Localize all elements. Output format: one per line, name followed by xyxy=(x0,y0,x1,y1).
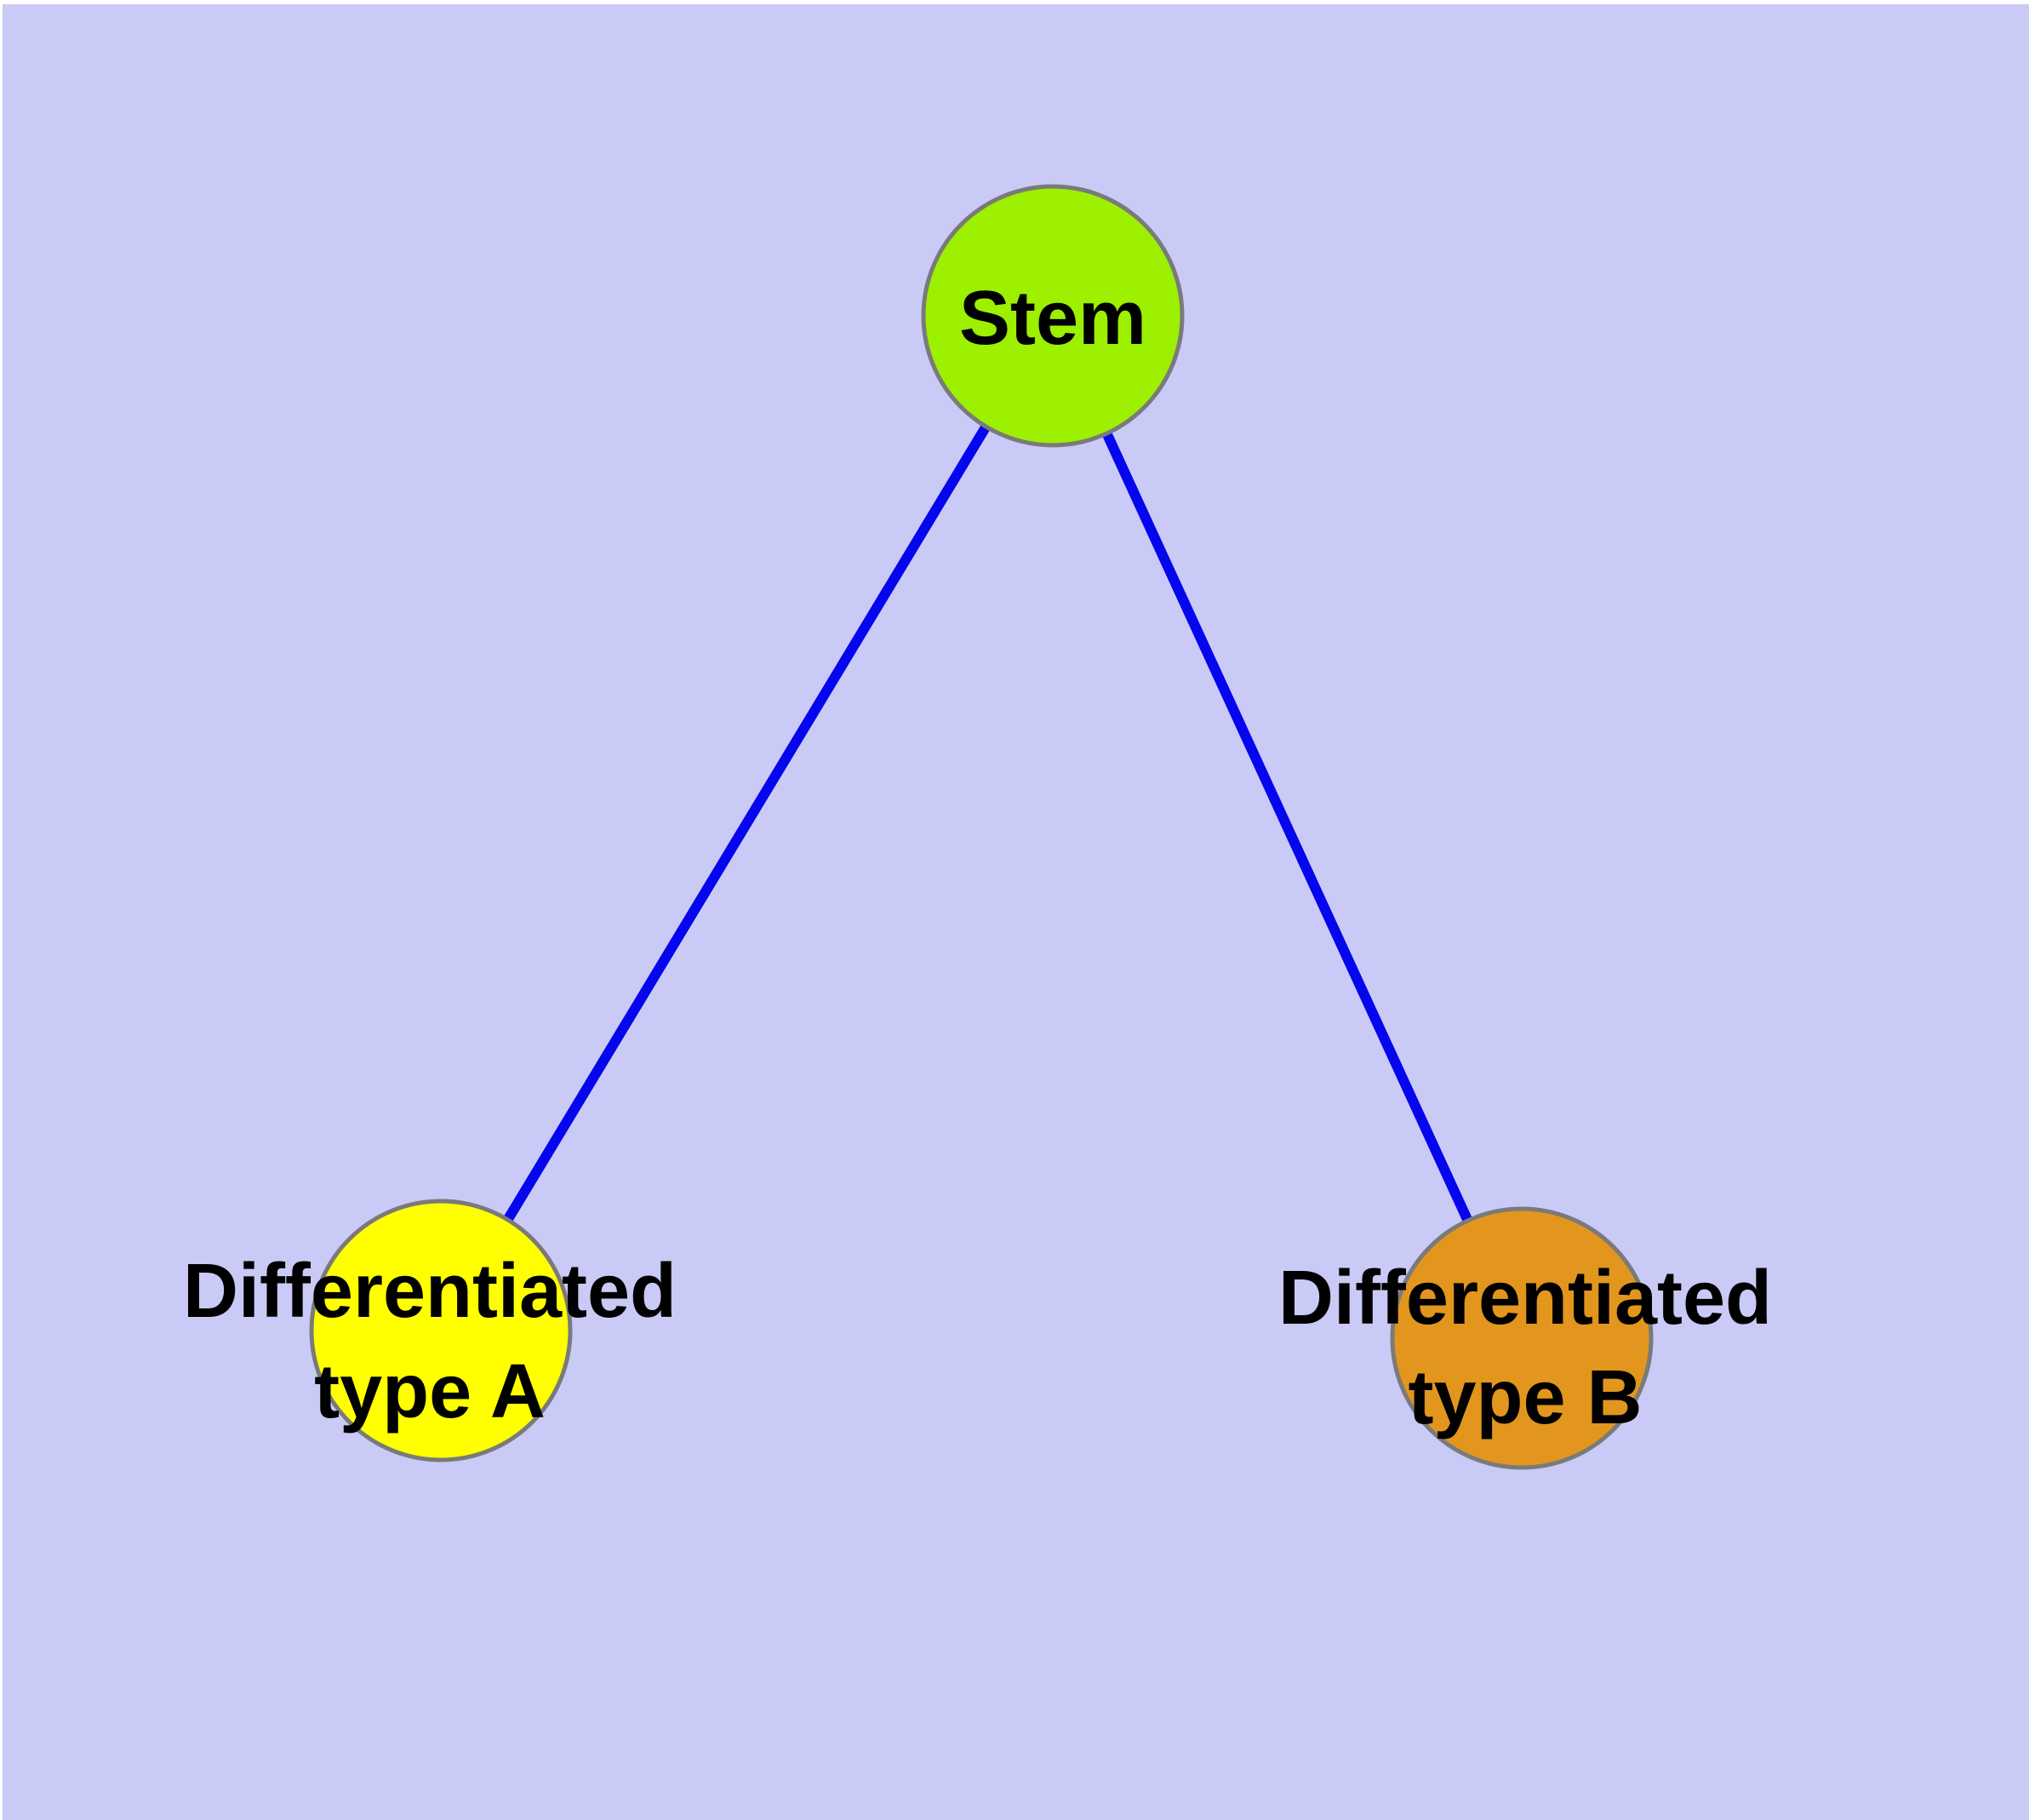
node-stem-label: Stem xyxy=(959,276,1146,361)
edge-stem-to-type-b xyxy=(1048,313,1527,1341)
node-differentiated-type-a xyxy=(309,1199,573,1462)
node-stem xyxy=(921,184,1185,448)
edge-stem-to-type-a xyxy=(436,312,1058,1334)
node-type-b-label-line1: Differentiated xyxy=(1278,1256,1772,1341)
node-differentiated-type-b xyxy=(1390,1206,1654,1470)
node-type-a-label-line2: type A xyxy=(314,1349,546,1434)
node-type-a-label-line1: Differentiated xyxy=(183,1249,677,1334)
node-type-b-label-line2: type B xyxy=(1408,1355,1642,1440)
